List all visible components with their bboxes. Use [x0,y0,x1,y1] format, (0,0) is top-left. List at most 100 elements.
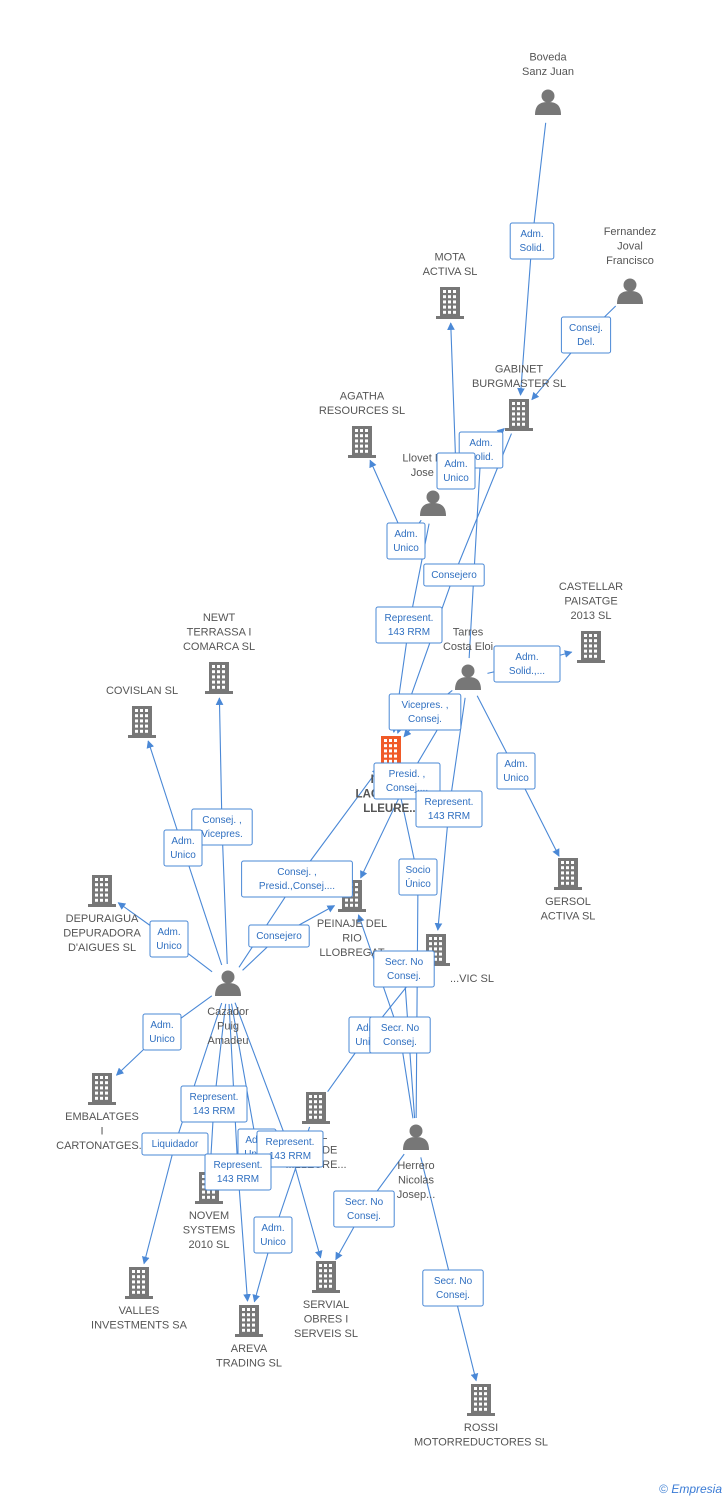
node-label: OBRES I [304,1314,349,1326]
edge-label-text: Consejero [256,931,302,942]
building-icon [128,706,156,738]
person-icon [420,490,446,516]
edge-label-text: Adm. [150,1020,173,1031]
building-icon [505,399,533,431]
node-label: LLOBREGAT [319,947,384,959]
edge-label-box [373,950,435,988]
edge-label-e4[interactable]: Adm.Unico [436,452,476,490]
node-label: COMARCA SL [183,641,255,653]
node-label: MOTA [435,252,467,264]
node-label: Amadeu [208,1035,249,1047]
edge-label-box [163,829,203,867]
edge-label-box [149,920,189,958]
footer-brand[interactable]: © Empresia [659,1482,722,1496]
edge-label-e14[interactable]: Adm.Unico [163,829,203,867]
node-label: D'AIGUES SL [68,942,136,954]
node-herrero[interactable]: HerreroNicolasJosep... [397,1124,436,1202]
edge-e25 [392,770,419,1119]
edge-label-e9[interactable]: Vicepres. ,Consej. [388,693,462,731]
edge-label-e15[interactable]: Consej. ,Presid.,Consej.... [241,860,353,898]
node-label: Cazador [207,1006,249,1018]
edge-label-text: Adm. [171,836,194,847]
edge-label-e5[interactable]: Adm.Unico [386,522,426,560]
edge-label-text: Del. [577,337,595,348]
node-label: LLEURE... [363,803,419,815]
edge-label-e16[interactable]: Adm.Unico [149,920,189,958]
person-icon [215,970,241,996]
edge-label-box [373,762,441,800]
edge-label-e6[interactable]: Consejero [423,563,485,587]
edge-label-box [509,222,555,260]
building-icon [467,1384,495,1416]
node-label: AGATHA [340,391,385,403]
edge-label-box [422,1269,484,1307]
node-label: SERVEIS SL [294,1328,358,1340]
node-label: Tarres [453,627,484,639]
edge-label-box [423,563,485,587]
edge-label-e8[interactable]: Adm.Solid.,... [493,645,561,683]
edge-label-box [241,860,353,898]
edge-label-e13[interactable]: Consej. ,Vicepres. [191,808,253,846]
edge-label-text: Represent. [190,1092,239,1103]
edge-label-box [180,1085,248,1123]
edge-label-box [256,1130,324,1168]
edge-label-text: Consej. [408,714,442,725]
node-label: CARTONATGES... [56,1140,148,1152]
building-icon [302,1092,330,1124]
edge-label-e11[interactable]: Represent.143 RRM [415,790,483,828]
edge-label-e19[interactable]: Represent.143 RRM [180,1085,248,1123]
edge-label-e17[interactable]: Consejero [248,924,310,948]
edge-label-box [142,1013,182,1051]
edge-label-text: Presid. , [389,769,426,780]
node-label: CASTELLAR [559,581,623,593]
edge-label-text: Unico [156,941,182,952]
edge-label-e24[interactable]: Adm.Unico [253,1216,293,1254]
edge-label-e22[interactable]: Represent.143 RRM [256,1130,324,1168]
edge-label-box [141,1132,209,1156]
edge-label-e20[interactable]: Liquidador [141,1132,209,1156]
node-label: GERSOL [545,896,591,908]
edge-label-e2[interactable]: Consej.Del. [560,316,612,354]
node-label: Costa Eloi [443,641,493,653]
edge-label-box [496,752,536,790]
edge-labels-layer: Adm.Solid.Consej.Del.Adm.Solid.Adm.Unico… [141,222,612,1307]
edge-label-e10[interactable]: Presid. ,Consej.... [373,762,441,800]
node-label: PAISATGE [564,596,617,608]
edge-label-box [415,790,483,828]
edge-label-e18[interactable]: Adm.Unico [142,1013,182,1051]
edge-label-e7[interactable]: Represent.143 RRM [375,606,443,644]
node-label: Nicolas [398,1175,435,1187]
node-label: Francisco [606,255,654,267]
building-icon [125,1267,153,1299]
edge-label-text: Consej. [383,1037,417,1048]
node-label: AREVA [231,1343,268,1355]
edge-label-e23[interactable]: Represent.143 RRM [204,1153,272,1191]
node-embalatges[interactable]: EMBALATGESICARTONATGES... [56,1073,148,1152]
node-covislan[interactable]: COVISLAN SL [106,685,178,738]
edge-label-e12[interactable]: Adm.Unico [496,752,536,790]
edge-label-e1[interactable]: Adm.Solid. [509,222,555,260]
edge-label-text: Presid.,Consej.... [259,881,335,892]
